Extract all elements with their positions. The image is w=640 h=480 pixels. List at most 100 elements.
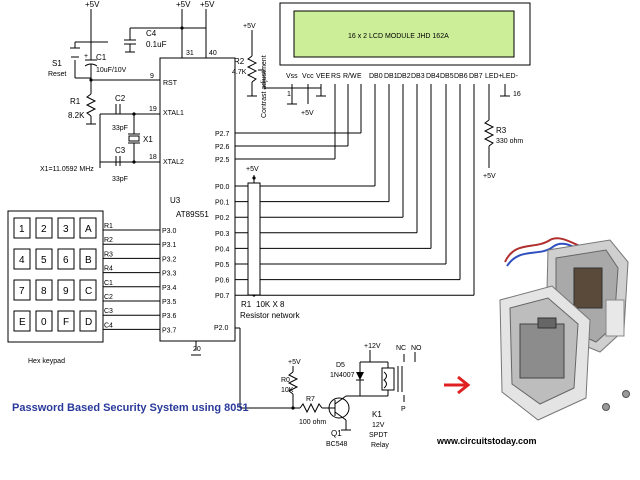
r2-value: 4.7K (232, 69, 247, 76)
pin-xtal2-label: XTAL2 (163, 159, 184, 166)
keypad-key-label: 9 (63, 286, 69, 297)
rnet-ref: R1 (241, 300, 252, 309)
lcd-pin-label: Vcc (302, 73, 314, 80)
lcd-pin-label: DB6 (454, 73, 468, 80)
pin-port3-label: P3.0 (162, 228, 177, 235)
relay-nc: NC (396, 345, 406, 352)
lcd-pin-label: DB4 (426, 73, 440, 80)
lcd-title: 16 x 2 LCD MODULE JHD 162A (348, 33, 449, 40)
pin-port0-label: P0.2 (215, 215, 230, 222)
keypad-key (79, 217, 97, 239)
x1-ref: X1 (143, 135, 153, 144)
k1-type: SPDT (369, 432, 388, 439)
keypad-key-label: 6 (63, 255, 69, 266)
r7-ref: R7 (306, 396, 315, 403)
port0-labels: P0.0P0.1P0.2P0.3P0.4P0.5P0.6P0.7 (215, 184, 230, 300)
r0-resistor: +5V R0 10K (281, 359, 301, 410)
r0-ref: R0 (281, 377, 290, 384)
keypad-key-label: 5 (41, 255, 47, 266)
svg-text:+: + (84, 53, 88, 60)
keypad-line-label: R3 (104, 251, 113, 258)
r0-value: 10K (281, 387, 294, 394)
pin-port3-label: P3.4 (162, 285, 177, 292)
pin-port2-label: P2.5 (215, 157, 230, 164)
reset-switch: S1 Reset (48, 41, 108, 78)
pin-20-num: 20 (193, 346, 201, 353)
c1-capacitor: + C1 10uF/10V (84, 42, 127, 80)
vcc-label-pin31: +5V (176, 0, 191, 9)
keypad-key-label: 1 (19, 224, 25, 235)
lcd-pin-label: DB3 (411, 73, 425, 80)
relay-k1: +12V D5 1N4007 NC NO P K1 12V SPDT Relay (330, 343, 422, 449)
r2-ref: R2 (234, 57, 245, 66)
r7-value: 100 ohm (299, 419, 326, 426)
led-vcc: +5V (483, 173, 496, 180)
keypad-line-label: C1 (104, 280, 113, 287)
s1-ref: S1 (52, 59, 62, 68)
rnet-label: Resistor network (240, 311, 301, 320)
c3-ref: C3 (115, 146, 126, 155)
keypad-key-label: 0 (41, 317, 47, 328)
keypad-key (79, 310, 97, 332)
c2-capacitor: C2 33pF (112, 94, 128, 132)
keypad-line-label: R4 (104, 266, 113, 273)
mcu-u3: U3 AT89S51 31 40 9 RST 19 XTAL1 18 XTAL2… (149, 50, 236, 356)
pin-port2-label: P2.6 (215, 144, 230, 151)
c2-ref: C2 (115, 94, 126, 103)
keypad-key (13, 279, 31, 301)
keypad-line-label: C3 (104, 308, 113, 315)
port2-labels: P2.7P2.6P2.5 (215, 131, 230, 164)
r3-ref: R3 (496, 126, 507, 135)
r1-ref: R1 (70, 97, 81, 106)
c2-value: 33pF (112, 125, 128, 132)
right-arrow-icon (444, 375, 471, 395)
lcd-pin-label: LED+ (485, 73, 503, 80)
pin-40-num: 40 (209, 50, 217, 57)
solenoid-lock-image (499, 237, 630, 421)
k1-name: Relay (371, 442, 389, 449)
keypad-key (13, 310, 31, 332)
keypad-key (35, 248, 53, 270)
pin-port0-label: P0.3 (215, 231, 230, 238)
lcd-pin-label: DB2 (397, 73, 411, 80)
pin-rst-label: RST (163, 80, 178, 87)
keypad-key-label: D (85, 317, 92, 328)
keypad-key (79, 248, 97, 270)
pin-port2-label: P2.7 (215, 131, 230, 138)
keypad-key-label: 7 (19, 286, 25, 297)
vcc-label-reset: +5V (85, 0, 100, 9)
keypad-key-label: F (63, 317, 69, 328)
pin-port0-label: P0.6 (215, 278, 230, 285)
r2-contrast-pot: +5V R2 4.7K Contrast adjustment (232, 23, 268, 118)
lcd-screen (293, 10, 515, 58)
keypad-key-label: C (85, 286, 92, 297)
lcd-pin-label: DB5 (440, 73, 454, 80)
relay-vcc: +12V (364, 343, 381, 350)
r3-value: 330 ohm (496, 138, 523, 145)
pin-rst-num: 9 (150, 73, 154, 80)
keypad-key (35, 217, 53, 239)
q1-part: BC548 (326, 441, 348, 448)
pin-port3-label: P3.1 (162, 242, 177, 249)
resistor-network: +5V R1 10K X 8 Resistor network (240, 166, 301, 320)
pin-p2-0-label: P2.0 (214, 325, 229, 332)
lcd-routing (235, 70, 475, 297)
pin-port3-label: P3.5 (162, 299, 177, 306)
vcc-label-pin40: +5V (200, 0, 215, 9)
pin-port0-label: P0.0 (215, 184, 230, 191)
keypad-key (35, 310, 53, 332)
r1-value: 8.2K (68, 111, 85, 120)
c3-value: 33pF (112, 176, 128, 183)
keypad-line-label: C2 (104, 294, 113, 301)
r3-backlight-resistor: R3 330 ohm +5V (483, 84, 523, 180)
crystal-x1: X1 (128, 114, 153, 162)
lcd-pin-label: DB1 (384, 73, 398, 80)
relay-p: P (401, 406, 406, 413)
pin-port3-label: P3.7 (162, 327, 177, 334)
